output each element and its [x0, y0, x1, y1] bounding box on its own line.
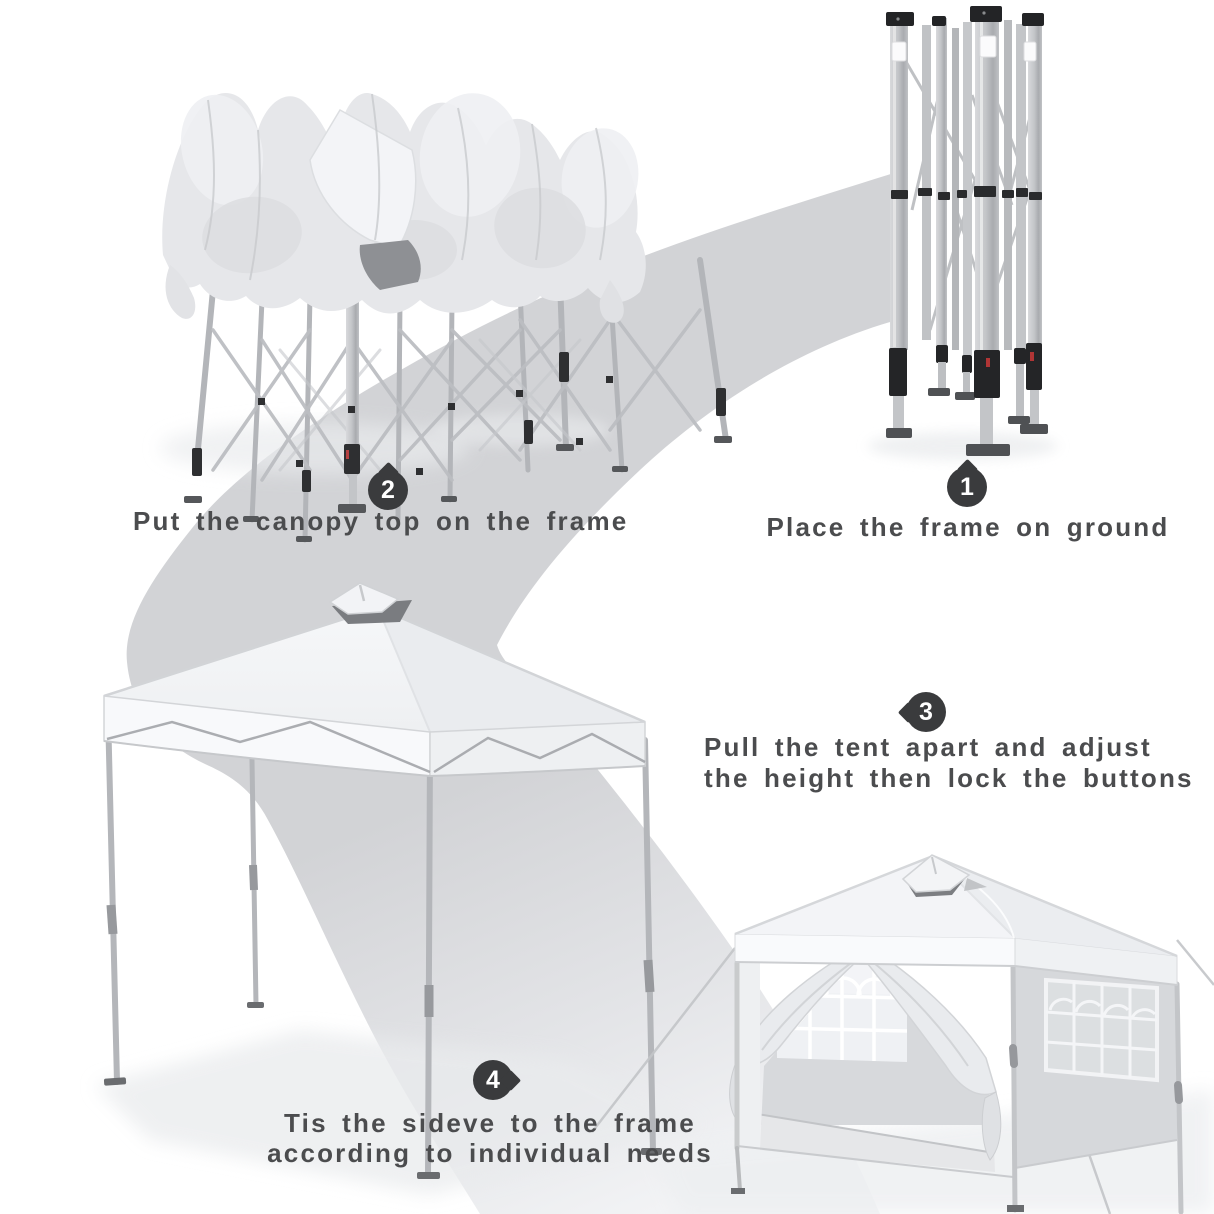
step-4-caption: Tis the sideve to the frame according to…: [260, 1108, 720, 1168]
front-wall-bottom-edge: [736, 1145, 1014, 1178]
step-1-badge: 1: [947, 458, 987, 507]
eave-truss-bars: [106, 720, 646, 774]
step-1-number: 1: [960, 472, 974, 501]
door-curtain-right-tail: [981, 1091, 1002, 1161]
draped-frame-legs: [193, 257, 729, 543]
folded-frame-labels: [891, 35, 1037, 62]
step-1-caption: Place the frame on ground: [758, 512, 1178, 543]
roof-right-face: [378, 608, 645, 732]
step-3-caption: Pull the tent apart and adjust the heigh…: [704, 732, 1194, 794]
roof-left-face: [104, 608, 430, 732]
draped-canopy-frame-illustration: [162, 92, 732, 543]
step-2-number: 2: [381, 475, 395, 504]
right-wall: [1014, 966, 1178, 1169]
folded-frame-top-caps: [886, 6, 1044, 26]
caption-line: the height then lock the buttons: [704, 763, 1194, 793]
fabric-left-tip: [165, 265, 196, 319]
sidewall-tent-peak-cap: [901, 854, 987, 897]
open-tent-ground-shadow: [95, 1030, 700, 1195]
sidewall-tent-valance: [734, 933, 1178, 986]
caption-line: Tis the sideve to the frame: [284, 1108, 696, 1138]
open-canopy-feet: [103, 1002, 662, 1179]
sidewall-tent-legs: [731, 957, 1184, 1214]
sidewall-tent-illustration: [591, 854, 1214, 1214]
step-4-number: 4: [486, 1065, 500, 1094]
door-curtains: [729, 942, 1002, 1161]
draped-canopy-fabric: [162, 92, 646, 323]
step-4-badge: 4: [473, 1060, 522, 1100]
draped-frame-feet: [184, 436, 732, 542]
right-wall-window: [1044, 977, 1159, 1083]
step-2-badge: 2: [368, 461, 408, 510]
step-3-number: 3: [919, 697, 933, 726]
caption-line: Pull the tent apart and adjust: [704, 732, 1152, 762]
fabric-right-tip: [599, 280, 624, 323]
step-2-caption: Put the canopy top on the frame: [133, 506, 629, 537]
folded-frame-mid-hinges: [891, 186, 1042, 200]
open-canopy-roof: [103, 606, 646, 778]
open-canopy-peak-cap: [328, 582, 412, 624]
open-canopy-illustration: [103, 582, 662, 1179]
folded-frame-illustration: [886, 6, 1048, 456]
caption-line: Put the canopy top on the frame: [133, 506, 629, 536]
folded-frame-feet: [886, 343, 1048, 456]
open-canopy-leg-adjusters: [106, 864, 655, 1017]
draped-frame-joints: [192, 352, 726, 492]
folded-frame-poles: [890, 12, 1042, 355]
fabric-opening-shadow: [359, 240, 421, 290]
caption-line: according to individual needs: [267, 1138, 713, 1168]
caption-line: Place the frame on ground: [766, 512, 1170, 542]
step-3-badge: 3: [897, 692, 946, 732]
front-wall-left-strip: [737, 962, 760, 1148]
folded-frame-shadow: [868, 432, 1058, 460]
